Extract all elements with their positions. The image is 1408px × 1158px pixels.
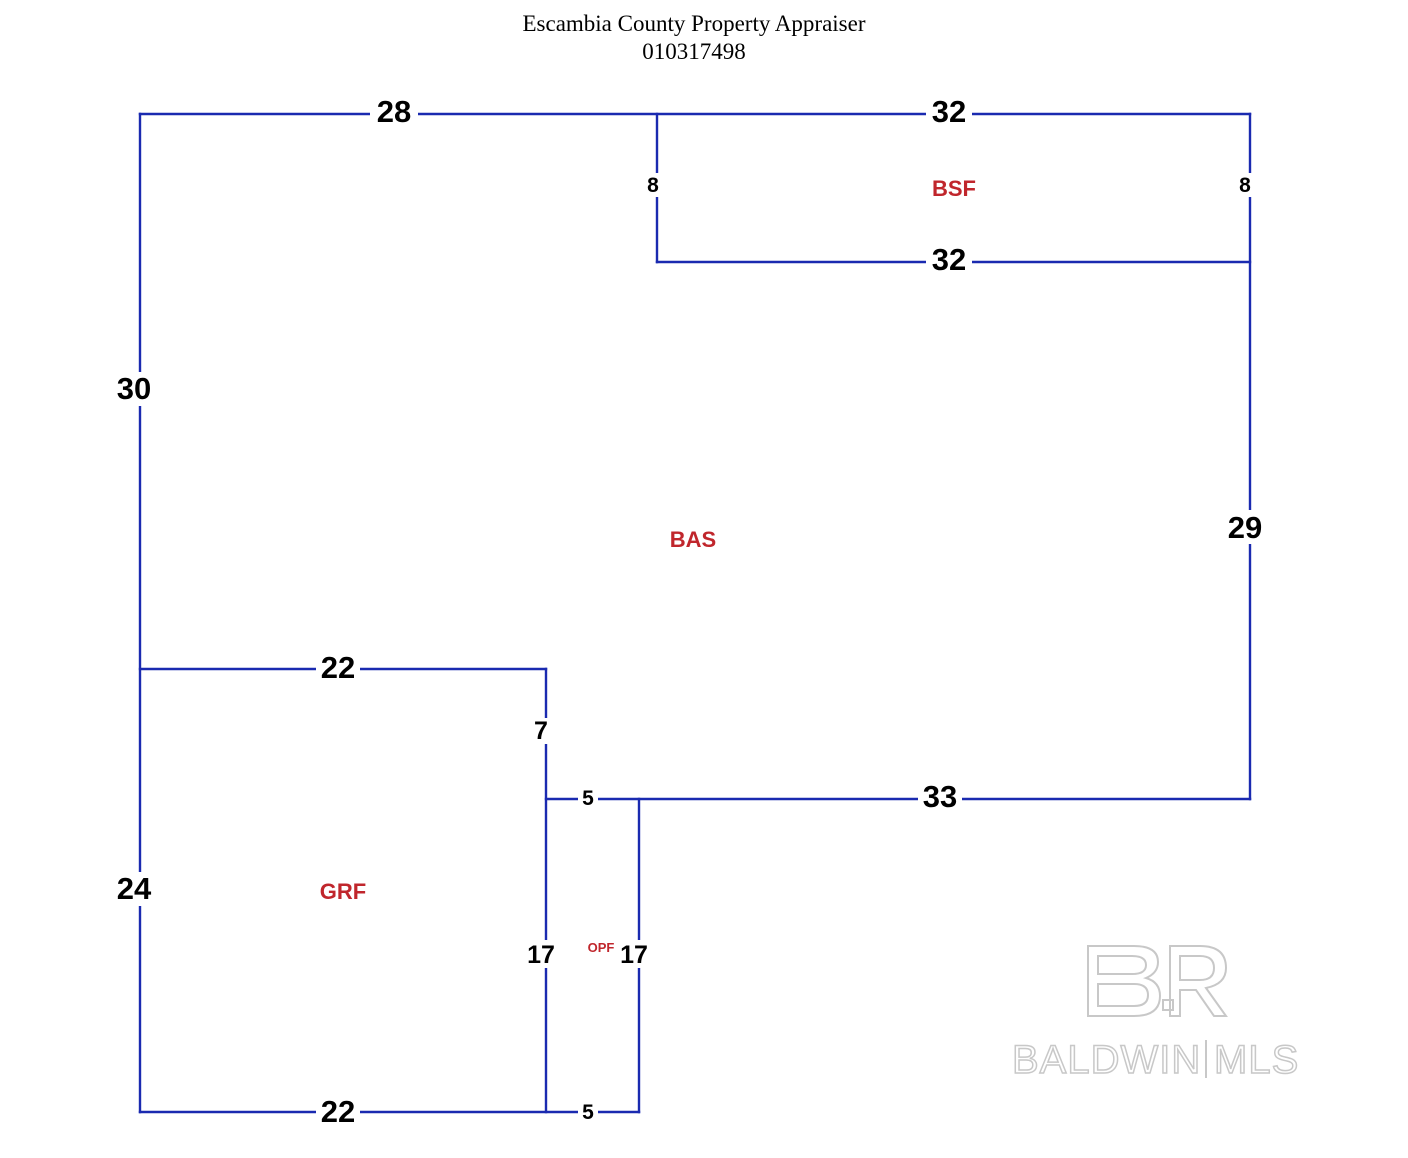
dim-bsf-right: 8: [1239, 174, 1251, 197]
area-bsf: BSF: [932, 176, 976, 201]
dim-garage-right: 17: [527, 941, 555, 969]
dim-bsf-bottom: 32: [932, 242, 966, 277]
watermark-logo: BALDWIN MLS: [1011, 945, 1299, 1083]
dim-porch-top: 5: [582, 787, 594, 810]
dim-garage-notch: 7: [534, 717, 548, 745]
dim-porch-right: 17: [620, 941, 648, 969]
parcel-id: 010317498: [642, 39, 746, 64]
dim-top-right: 32: [932, 94, 966, 129]
area-bas: BAS: [670, 527, 716, 552]
watermark-brand: BALDWIN: [1012, 1038, 1201, 1082]
dim-porch-bottom: 5: [582, 1101, 594, 1124]
drawing-title: Escambia County Property Appraiser: [522, 11, 866, 36]
area-opf: OPF: [588, 940, 615, 955]
logo-mark: [1087, 945, 1228, 1017]
dim-garage-bottom: 22: [321, 1094, 355, 1129]
dimension-labels: 28 32 8 8 32 30 29 22 7 5 33 24 17 17 22…: [114, 94, 1265, 1129]
dim-garage-top: 22: [321, 650, 355, 685]
drawing-header: Escambia County Property Appraiser 01031…: [0, 10, 1388, 66]
watermark-suffix: MLS: [1214, 1038, 1299, 1082]
dim-right: 29: [1228, 510, 1262, 545]
dim-top-left: 28: [377, 94, 411, 129]
dim-bottom-right: 33: [923, 779, 957, 814]
area-grf: GRF: [320, 879, 366, 904]
dim-left-upper: 30: [117, 371, 151, 406]
area-labels: BSF BAS GRF OPF: [320, 176, 976, 955]
dim-left-lower: 24: [117, 871, 152, 906]
wall-lines: [138, 112, 1252, 1114]
dim-bsf-left: 8: [647, 174, 659, 197]
